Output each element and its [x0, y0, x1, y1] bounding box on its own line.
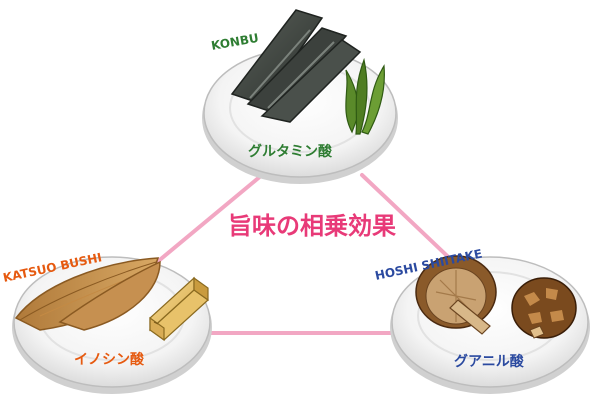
connector-konbu-katsuo: [148, 173, 264, 270]
konbu-kelp-icon: [230, 9, 362, 123]
katsuo-compound: イノシン酸: [74, 351, 145, 368]
diagram-title: 旨味の相乗効果: [228, 212, 396, 240]
shiitake-plate: HOSHI SHIITAKE グアニル酸: [374, 247, 590, 394]
shiitake-mushroom-icon: [415, 255, 577, 339]
katsuobushi-block-icon: [149, 276, 209, 342]
seaweed-icon: [345, 57, 385, 135]
shiitake-compound: グアニル酸: [454, 353, 525, 370]
katsuobushi-fillet-icon: [14, 257, 161, 331]
connector-konbu-shiitake: [360, 173, 464, 272]
konbu-compound: グルタミン酸: [248, 143, 333, 160]
konbu-label: KONBU: [210, 31, 260, 53]
katsuo-plate: KATSUO BUSHI イノシン酸: [2, 250, 212, 394]
konbu-plate: KONBU グルタミン酸: [202, 9, 398, 184]
connector-lines: [148, 173, 464, 335]
